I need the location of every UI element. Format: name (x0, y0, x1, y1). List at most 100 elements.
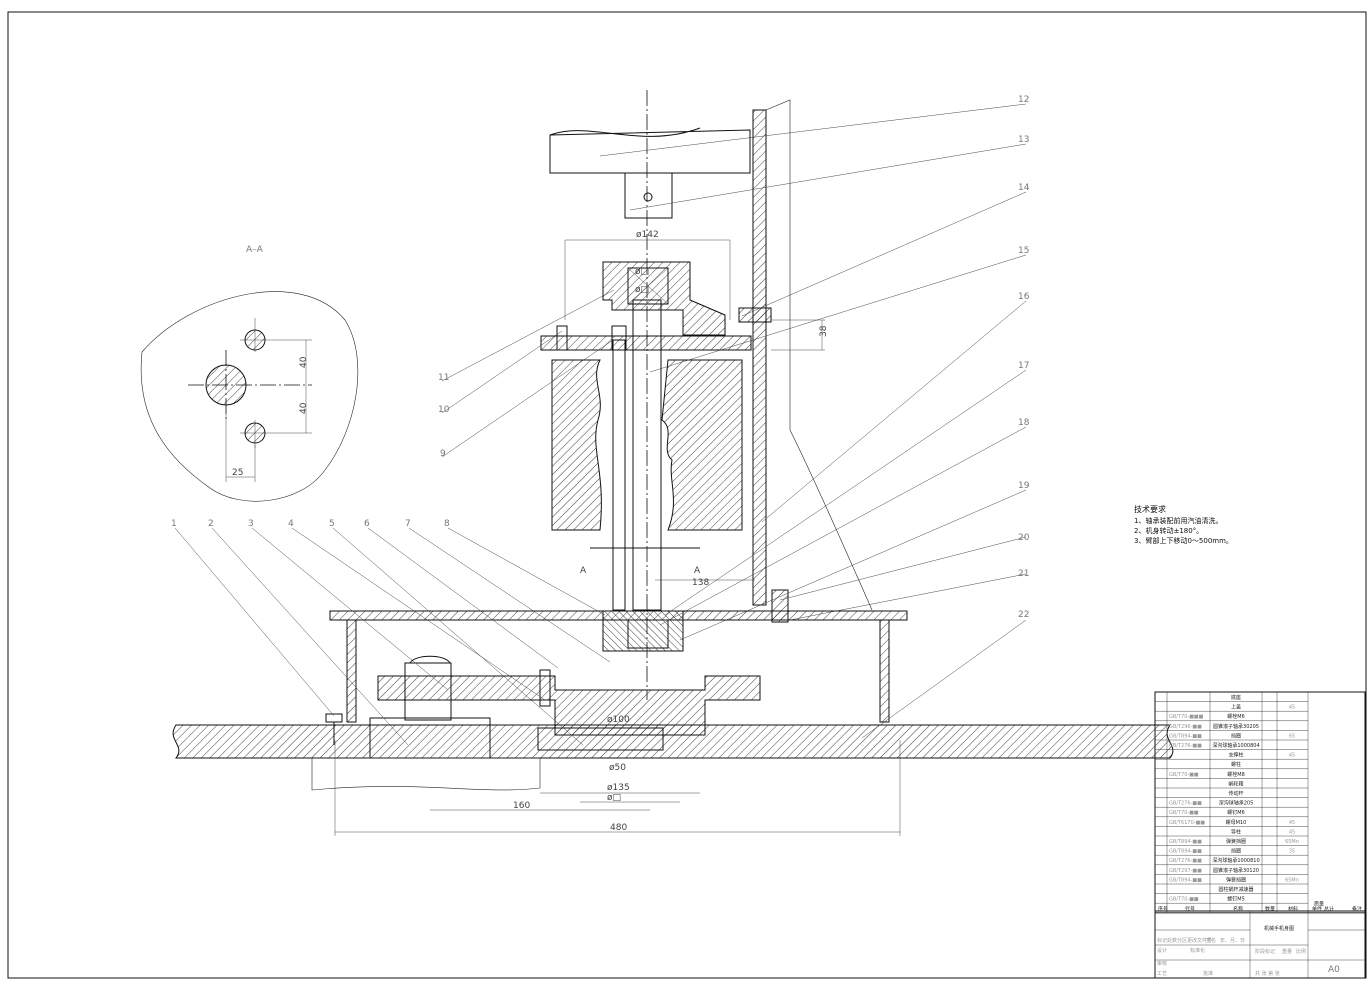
svg-text:上盖: 上盖 (1231, 704, 1241, 711)
svg-text:45: 45 (1289, 705, 1295, 711)
svg-text:工艺: 工艺 (1157, 971, 1167, 977)
svg-text:批准: 批准 (1203, 970, 1213, 977)
bom-row: GB/T276-■■ 深沟球轴承1000810 (1169, 857, 1260, 864)
svg-text:更改文件号: 更改文件号 (1187, 937, 1212, 944)
svg-text:GB/T276-■■: GB/T276-■■ (1169, 858, 1202, 864)
bom-row: GB/T276-■■ 深沟球轴承205 (1169, 800, 1253, 807)
svg-text:底座: 底座 (1231, 694, 1241, 701)
svg-text:40: 40 (299, 402, 309, 414)
svg-text:45: 45 (1289, 820, 1295, 826)
svg-text:GB/T894-■■: GB/T894-■■ (1169, 839, 1202, 845)
svg-text:17: 17 (1018, 361, 1029, 371)
left-cylinder (551, 359, 602, 531)
bom-row: 导柱 45 (1231, 828, 1295, 835)
svg-text:12: 12 (1018, 95, 1029, 105)
bom-row: 圆柱蜗杆减速器 (1218, 886, 1253, 893)
svg-text:GB/T894-■■: GB/T894-■■ (1169, 849, 1202, 855)
bom-row: GB/T70-■■螺栓M8 (1169, 771, 1245, 778)
bom-row: GB/T276-■■ 深沟球轴承1000804 (1169, 742, 1260, 749)
svg-text:GB/T276-■■: GB/T276-■■ (1169, 801, 1202, 807)
svg-text:2、机身转动±180°。: 2、机身转动±180°。 (1134, 526, 1203, 535)
bom-row: GB/T297-■■ 圆锥滚子轴承30120 (1169, 867, 1259, 874)
svg-text:65Mn: 65Mn (1285, 839, 1299, 845)
svg-text:共 张 第 张: 共 张 第 张 (1255, 970, 1280, 977)
svg-text:45: 45 (1289, 753, 1295, 759)
svg-text:螺栓M8: 螺栓M8 (1227, 771, 1245, 778)
title-block: 机械手机身图 标记 处数 分区 更改文件号 签名 年、月、日 设计 标准化 阶段… (1154, 910, 1366, 979)
svg-text:GB/T894-■■: GB/T894-■■ (1169, 877, 1202, 883)
bom-header-cell: 名称 (1233, 905, 1243, 912)
bom-row: GB/T296-■■圆锥滚子轴承30205 (1169, 723, 1259, 730)
bom-row: 蜗轮箱 (1228, 780, 1243, 787)
svg-text:GB/T70-■■■: GB/T70-■■■ (1169, 714, 1204, 720)
svg-text:GB/T296-■■: GB/T296-■■ (1169, 724, 1202, 730)
svg-text:圆锥滚子轴承30120: 圆锥滚子轴承30120 (1213, 867, 1259, 874)
svg-text:支撑柱: 支撑柱 (1228, 752, 1243, 759)
svg-text:4: 4 (288, 519, 294, 529)
svg-text:GB/T70-■■: GB/T70-■■ (1169, 810, 1199, 816)
vertical-post (752, 109, 767, 606)
svg-text:ø142: ø142 (636, 230, 659, 240)
bom-row: 上盖 45 (1231, 704, 1295, 711)
svg-text:1、轴承装配前用汽油清洗。: 1、轴承装配前用汽油清洗。 (1134, 516, 1222, 525)
svg-text:处数: 处数 (1167, 937, 1177, 944)
svg-text:传动杆: 传动杆 (1228, 790, 1243, 797)
svg-text:ø135: ø135 (607, 783, 630, 793)
svg-text:19: 19 (1018, 481, 1030, 491)
svg-text:螺栓M6: 螺栓M6 (1227, 713, 1245, 720)
bom-row: 传动杆 (1228, 790, 1243, 797)
svg-text:深沟球轴承1000804: 深沟球轴承1000804 (1212, 742, 1259, 749)
bom-header-cell: 数量 (1265, 905, 1275, 912)
svg-text:ø□: ø□ (635, 267, 649, 277)
svg-text:挡圈: 挡圈 (1231, 848, 1241, 855)
svg-text:设计: 设计 (1157, 947, 1167, 954)
svg-text:ø50: ø50 (609, 763, 626, 773)
bom-row: GB/T70-■■螺钉M6 (1169, 809, 1245, 816)
bom-row: GB/T894-■■ 弹簧挡圈 65Mn (1169, 838, 1299, 845)
svg-text:21: 21 (1018, 569, 1029, 579)
svg-text:10: 10 (438, 405, 450, 415)
bom-row: GB/T70-■■螺钉M5 (1169, 896, 1245, 903)
svg-text:2: 2 (208, 519, 214, 529)
svg-text:20: 20 (1018, 533, 1030, 543)
svg-text:14: 14 (1018, 183, 1030, 193)
svg-text:A: A (580, 566, 587, 576)
svg-text:65: 65 (1289, 733, 1295, 739)
svg-text:16: 16 (1018, 292, 1030, 302)
svg-text:技术要求: 技术要求 (1134, 504, 1166, 514)
bom-row: 底座 (1231, 694, 1241, 701)
svg-text:8: 8 (444, 519, 450, 529)
svg-text:45: 45 (1289, 829, 1295, 835)
svg-text:圆柱蜗杆减速器: 圆柱蜗杆减速器 (1218, 886, 1253, 893)
svg-text:18: 18 (1018, 418, 1030, 428)
svg-text:审核: 审核 (1157, 960, 1167, 967)
upper-housing (602, 261, 726, 336)
technical-requirements: 技术要求 1、轴承装配前用汽油清洗。 2、机身转动±180°。 3、臂部上下移动… (1134, 504, 1233, 545)
svg-text:螺柱: 螺柱 (1231, 761, 1241, 768)
svg-text:9: 9 (440, 449, 446, 459)
svg-text:深沟球轴承205: 深沟球轴承205 (1219, 800, 1254, 807)
svg-text:160: 160 (513, 801, 530, 811)
svg-text:GB/T894-■■: GB/T894-■■ (1169, 733, 1202, 739)
svg-text:38: 38 (819, 325, 829, 337)
svg-text:比例: 比例 (1296, 948, 1306, 955)
svg-text:GB/T70-■■: GB/T70-■■ (1169, 897, 1199, 903)
leader-lines: 1 2 3 4 5 6 7 8 9 10 11 12 13 14 15 16 1… (171, 95, 1030, 746)
section-label: A–A (246, 245, 264, 255)
svg-text:深沟球轴承1000810: 深沟球轴承1000810 (1212, 857, 1259, 864)
svg-text:GB/T276-■■: GB/T276-■■ (1169, 743, 1202, 749)
bom-header-cell: 质量 (1314, 900, 1324, 907)
svg-text:GB/T297-■■: GB/T297-■■ (1169, 868, 1202, 874)
main-assembly: ø142 ø□ ø□ 38 A A 138 (172, 90, 1174, 836)
arm-block (549, 127, 751, 174)
svg-text:弹簧挡圈: 弹簧挡圈 (1226, 838, 1246, 845)
svg-text:40: 40 (299, 356, 309, 368)
bom-row: 支撑柱 45 (1228, 752, 1295, 759)
svg-text:480: 480 (610, 823, 627, 833)
bom-row: GB/T894-■■ 挡圈 35 (1169, 848, 1295, 855)
svg-text:导柱: 导柱 (1231, 828, 1241, 835)
ground-slab (172, 724, 1174, 759)
svg-text:35: 35 (1289, 849, 1295, 855)
